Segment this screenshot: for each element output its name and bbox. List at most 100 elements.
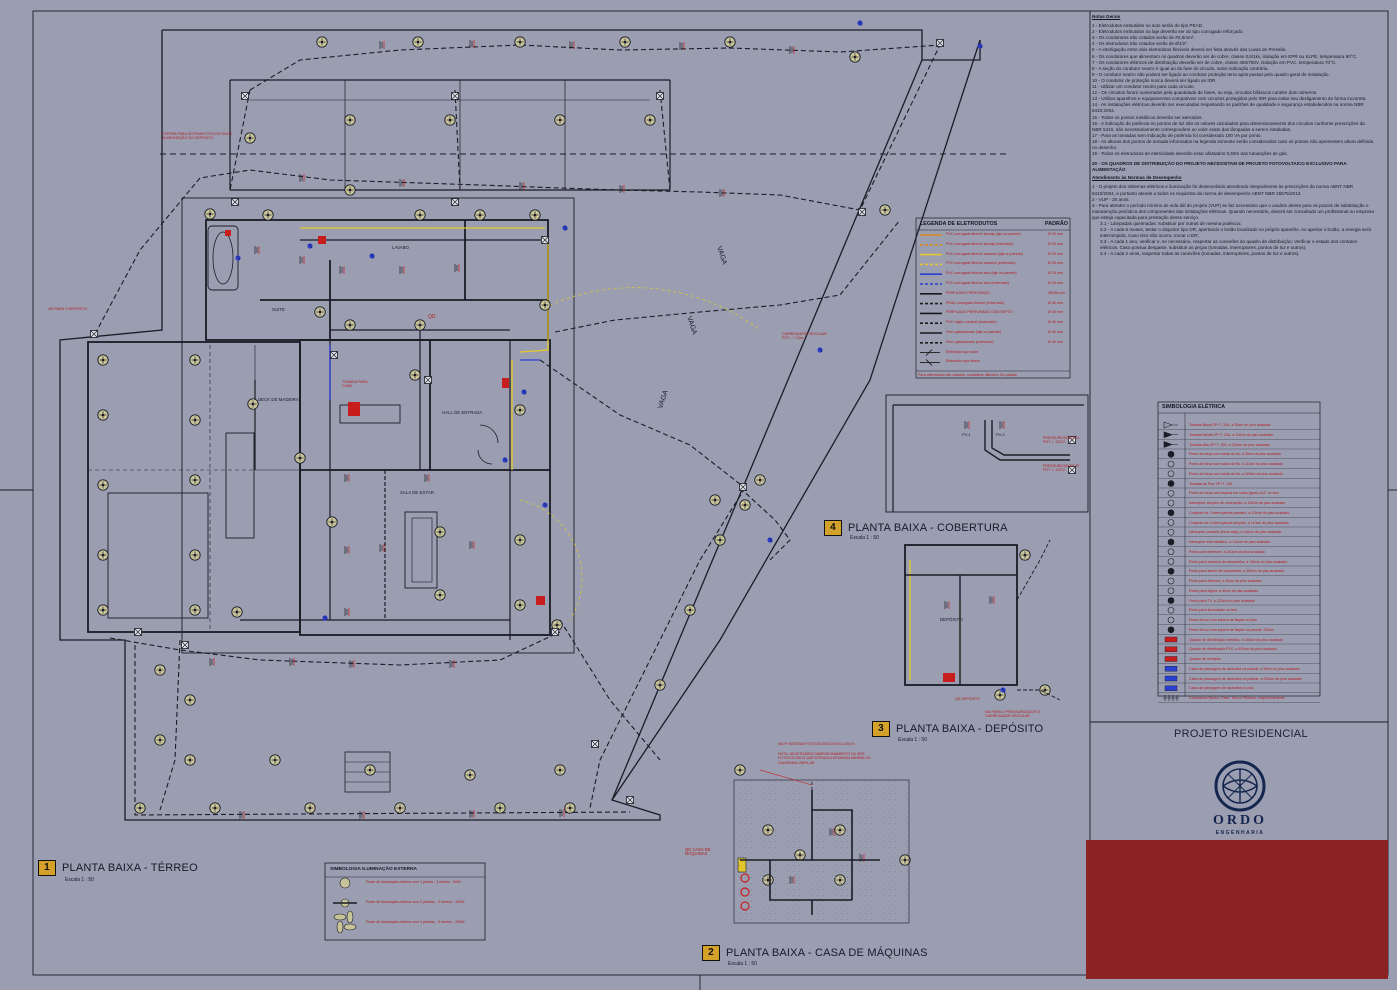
note-item: 9 - O condutor neutro não poderá ser lig… <box>1092 71 1330 77</box>
conduit-legend-label: PVC rígido roscável (enterrado) <box>946 320 997 325</box>
room-label-hall: HALL DE ENTRADA <box>442 410 483 415</box>
roof-plan <box>885 394 1089 513</box>
symbol-legend-glyph <box>1167 470 1175 478</box>
pressurizer-2-note: PRESSURIZADOR 02 POT. = 1/2CV <box>1043 464 1079 473</box>
symbol-legend-glyph <box>1167 597 1175 604</box>
conduit-legend-value: Ø 25 mm <box>1048 281 1063 285</box>
note-item: 17 - Para as tomadas sem indicação de po… <box>1092 132 1262 138</box>
performance-heading: Atendimento às Normas de Desempenho <box>1092 175 1182 181</box>
symbol-legend-label: Ponto de força com saída de fio, a 110cm… <box>1189 462 1283 466</box>
symbol-legend-glyph <box>1167 460 1175 468</box>
symbol-legend-glyph <box>1167 606 1175 614</box>
conduit-legend-value: Ø 25 mm <box>1048 271 1063 276</box>
symbol-legend-label: Ponto para TV, a 220cm do piso acabado <box>1189 598 1255 603</box>
symbol-legend-glyph <box>1164 666 1178 672</box>
view-scale-roof: Escala 1 : 50 <box>850 535 879 541</box>
view-scale-machine: Escala 1 : 50 <box>728 961 757 967</box>
symbol-legend-glyph <box>1167 626 1175 634</box>
symbol-legend-title: SIMBOLOGIA ELÉTRICA <box>1162 404 1225 410</box>
symbol-legend-glyph <box>1167 528 1175 536</box>
conduit-legend-value: 38X38 mm <box>1048 290 1066 295</box>
pv-point-1: PV-1 <box>962 432 971 437</box>
note-item: 13 - Utilizar aparelhos e equipamentos c… <box>1092 96 1367 102</box>
symbol-legend-label: Caixa de passagem de alvenaria na parede… <box>1189 676 1302 681</box>
external-lighting-row: Poste de iluminação externa com 4 pétala… <box>366 920 465 924</box>
pressurizer-feed-note: VAI PARA O PRESSURIZADOR E CARREGADOR VE… <box>985 710 1040 719</box>
symbol-legend-samples <box>1158 421 1320 703</box>
conduit-legend-label: PVC corrugado flexível laranja (laje ou … <box>946 232 1021 236</box>
symbol-legend-label: Tomada Baixa 2P+T, 10A, a 30cm do piso a… <box>1189 423 1271 427</box>
sheet-frame <box>0 10 1397 990</box>
performance-item: 3.4 - A cada 2 anos, reapertar todas as … <box>1100 251 1300 257</box>
pv-machine-note: VAI P/ SISTEMA FOTOVOLTAICO EXCLUSIVO <box>778 742 855 746</box>
conduit-legend-label: PEAD corrugado flexível (enterrado) <box>946 300 1004 305</box>
symbol-legend-glyph <box>1163 431 1178 439</box>
conduit-legend-label: PVC corrugado flexível azul (enterrado) <box>946 281 1010 285</box>
symbol-legend-glyph <box>1167 538 1175 546</box>
symbol-legend-glyph <box>1164 636 1178 643</box>
note-item: 16 - A indicação de potência no pontos d… <box>1092 120 1365 132</box>
exterior-conduits <box>94 44 941 816</box>
symbol-legend-glyph <box>1167 587 1175 595</box>
symbol-legend-label: Quadro de medição <box>1189 657 1221 661</box>
ground-floor-walls <box>87 79 671 793</box>
blue-conduits <box>329 345 540 400</box>
note-item: 4 - Os eletrodutos não cotados serão de … <box>1092 41 1189 47</box>
note-item: 18 - As alturas dos pontos de tomada inf… <box>1092 138 1374 150</box>
conduit-legend-value: Ø 25 mm <box>1048 232 1063 236</box>
note-item: 5 - A interligação entre dois eletroduto… <box>1092 47 1287 53</box>
site-boundary <box>59 29 1010 821</box>
conduit-legend-value: Ø 40 mm <box>1048 300 1063 305</box>
view-number-badge: 4 <box>824 520 842 536</box>
notes-heading: Notas Gerais <box>1092 14 1121 19</box>
note-item: 2 - Eletrodutos embutidos na laje deverã… <box>1092 29 1244 35</box>
general-notes: Notas Gerais 1 - Eletrodutos embutidos n… <box>1092 12 1374 258</box>
yellow-conduits <box>300 227 961 680</box>
project-title: PROJETO RESIDENCIAL <box>1174 728 1308 740</box>
conduit-legend-label: Ferro galvanizado (enterrado) <box>946 339 994 344</box>
room-label-deposito: DEPÓSITO <box>940 617 963 622</box>
ev-charger-note: CARREGADOR VEICULAR POT. = 7,2kw <box>782 332 827 341</box>
symbol-legend-label: Ponto de luz com espera de fiação na par… <box>1189 627 1275 632</box>
view-number-badge: 1 <box>38 860 56 876</box>
symbol-legend-glyph <box>1163 421 1178 429</box>
sink-outlet-note: TOMADA PARA CUBA <box>342 380 368 389</box>
pv-machine-note-detail: NOTA: NECESSÁRIO DIMENSIONAMENTO DA INST… <box>778 752 871 765</box>
symbol-legend-label: Quadro de distribuição PVC, a 150cm do p… <box>1189 647 1277 652</box>
symbol-legend-label: Tomada Alta 2P+T, 10A, a 220cm do piso a… <box>1189 442 1270 447</box>
symbol-legend-label: Ponto de força com saída de fio, a 30cm … <box>1189 452 1281 457</box>
conduit-legend-title: LEGENDA DE ELETRODUTOS <box>920 221 998 227</box>
conduit-legend-value: Ø 40 mm <box>1048 339 1063 344</box>
conduit-direction-arrow <box>925 349 933 356</box>
external-lighting-row: Poste de iluminação externa com 2 pétala… <box>366 900 465 904</box>
conduit-legend-value: Ø 40 mm <box>1048 320 1063 325</box>
note-item: 6 - Os condutores que alimentam os quadr… <box>1092 53 1358 59</box>
conduit-legend-label: Ferro galvanizado (laje ou parede) <box>946 330 1001 334</box>
conduit-legend-label: Eletroduto que sobe <box>946 349 979 354</box>
symbol-legend-label: Ponto para telefone, a 40cm do piso acab… <box>1189 579 1262 583</box>
conduit-direction-arrow <box>925 359 933 366</box>
symbol-legend-label: Interruptor intermediário, a 110cm do pi… <box>1189 540 1271 544</box>
title-block-panel <box>1086 840 1388 979</box>
machine-room-plan <box>733 769 910 924</box>
note-item: 10 - O condutor de proteção nunca deverá… <box>1092 77 1217 83</box>
external-lighting-legend-box <box>324 862 486 941</box>
note-item: 15 - Todos os pontos metálicos deverão s… <box>1092 114 1203 120</box>
symbol-legend-label: Ponto para botoeira de campainha, a 140c… <box>1189 559 1288 564</box>
performance-item: 3.1 - Lâmpadas queimadas: substituir por… <box>1100 221 1242 226</box>
room-label-deck: DECK DE MADEIRA <box>258 397 299 402</box>
conduit-legend-value: Ø 25 mm <box>1048 251 1063 256</box>
symbol-legend-label: Ponto para sirene de campainha, a 220cm … <box>1189 569 1285 574</box>
symbol-legend-label: Ponto para interfone, a 140cm do piso ac… <box>1189 549 1265 554</box>
symbol-legend-label: Interruptor paralelo (three-way), a 110c… <box>1189 530 1282 535</box>
deposit-plan <box>904 539 1061 701</box>
brand-subtitle: ENGENHARIA <box>1215 830 1265 836</box>
note-item: 11 - Utilizar um condutor neutro para ca… <box>1092 84 1195 90</box>
view-scale-ground: Escala 1 : 50 <box>65 877 94 883</box>
symbol-legend-label: Tomada de Piso 2P+T, 10A <box>1189 481 1233 486</box>
conduit-legend-label: PVC corrugado flexível amarelo (laje ou … <box>946 251 1023 256</box>
view-number-badge: 2 <box>702 945 720 961</box>
